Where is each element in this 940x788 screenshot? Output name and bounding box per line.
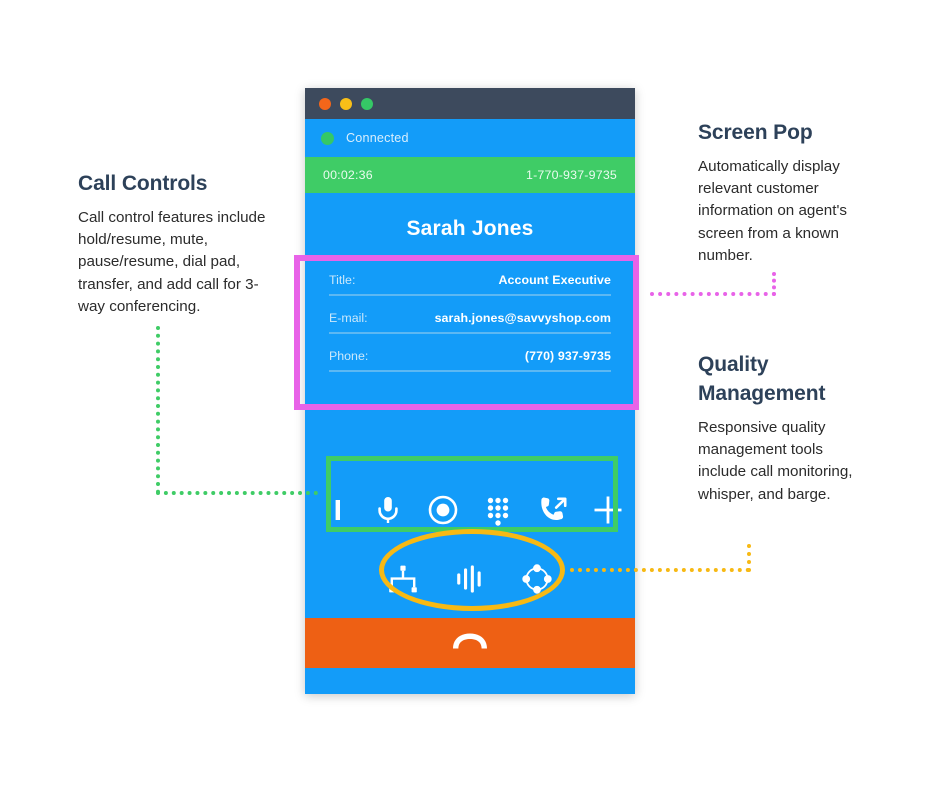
connection-status-row: Connected (305, 119, 635, 157)
contact-details-panel: Title: Account Executive E-mail: sarah.j… (305, 265, 635, 372)
annotation-quality-management: Quality Management Responsive quality ma… (698, 350, 866, 506)
contact-detail-row: Phone: (770) 937-9735 (329, 349, 611, 372)
highlight-ellipse-quality-management (379, 529, 565, 611)
close-dot-icon[interactable] (319, 97, 331, 110)
annotation-call-controls: Call Controls Call control features incl… (78, 169, 283, 318)
contact-detail-label: Title: (329, 273, 356, 287)
annotation-call-controls-title: Call Controls (78, 172, 208, 195)
connector-quality-vertical (747, 544, 751, 572)
contact-detail-value: Account Executive (498, 273, 611, 287)
connection-status-label: Connected (346, 131, 409, 145)
highlight-box-screen-pop (294, 255, 639, 410)
status-dot-green-icon (321, 131, 334, 145)
hangup-bar[interactable] (305, 618, 635, 668)
annotation-call-controls-body: Call control features include hold/resum… (78, 209, 266, 315)
hangup-icon[interactable] (450, 631, 490, 655)
annotation-quality-management-title: Quality Management (698, 353, 826, 405)
contact-detail-label: Phone: (329, 349, 369, 363)
active-call-bar: 00:02:36 1-770-937-9735 (305, 157, 635, 193)
annotation-screen-pop-title: Screen Pop (698, 121, 813, 144)
connector-screen-pop-horizontal (650, 292, 776, 296)
microphone-icon[interactable] (371, 493, 405, 527)
contact-detail-value: sarah.jones@savvyshop.com (434, 311, 611, 325)
highlight-box-call-controls (326, 456, 618, 532)
caller-name: Sarah Jones (406, 217, 534, 240)
record-icon[interactable] (426, 493, 460, 527)
annotation-quality-management-body: Responsive quality management tools incl… (698, 419, 853, 503)
connector-quality-horizontal (570, 568, 750, 572)
dialpad-icon[interactable] (481, 493, 515, 527)
call-phone-number: 1-770-937-9735 (526, 168, 617, 182)
connector-screen-pop-vertical (772, 272, 776, 296)
call-duration: 00:02:36 (323, 168, 373, 182)
window-titlebar (305, 88, 635, 119)
minimize-dot-icon[interactable] (340, 97, 352, 110)
contact-detail-row: E-mail: sarah.jones@savvyshop.com (329, 311, 611, 334)
transfer-call-icon[interactable] (536, 493, 570, 527)
connector-call-controls-vertical (156, 326, 160, 494)
contact-detail-row: Title: Account Executive (329, 273, 611, 296)
connector-call-controls-horizontal (156, 491, 318, 495)
contact-detail-value: (770) 937-9735 (524, 349, 611, 363)
maximize-dot-icon[interactable] (361, 97, 373, 110)
contact-detail-label: E-mail: (329, 311, 368, 325)
annotation-screen-pop-body: Automatically display relevant customer … (698, 158, 847, 264)
annotation-screen-pop: Screen Pop Automatically display relevan… (698, 118, 876, 267)
